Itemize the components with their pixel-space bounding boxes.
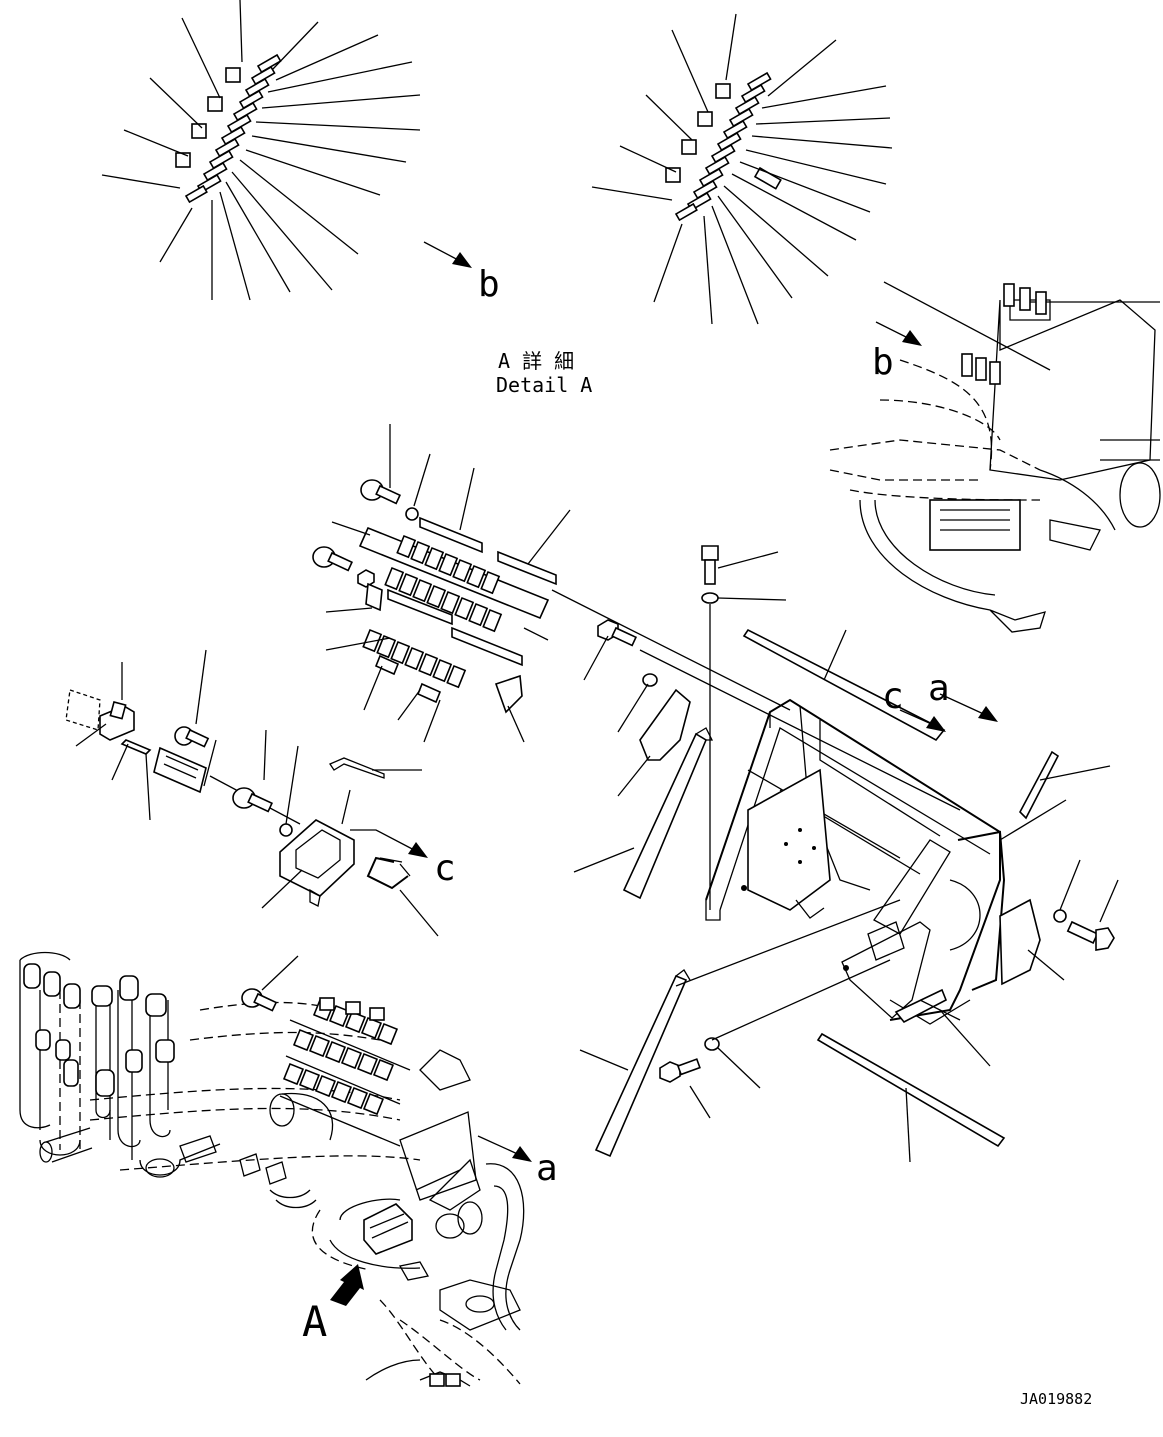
callout-a-lower: a [536, 1148, 558, 1189]
arrow-c-left [350, 829, 428, 858]
callout-A-view: A [302, 1297, 327, 1346]
detail-a-left-terminal-fan [101, 0, 421, 301]
upper-right-harness-assembly [829, 281, 1161, 633]
callout-a-right: a [928, 668, 950, 709]
arrow-a-lower [477, 1135, 532, 1162]
callout-b-left: b [478, 264, 500, 305]
drawing-number: JA019882 [1020, 1390, 1092, 1408]
arrow-b-right [875, 321, 922, 346]
detail-heading-japanese: A 詳 細 [498, 349, 574, 373]
arrow-a-right [939, 693, 998, 722]
arrow-b-left [423, 241, 472, 268]
lower-harness-assembly [19, 951, 525, 1387]
arrow-c-right [899, 709, 946, 732]
callout-c-left: c [434, 848, 456, 889]
callout-b-right: b [872, 342, 894, 383]
detail-heading-english: Detail A [496, 373, 592, 397]
mounting-bracket-frame [573, 545, 1119, 1163]
detail-a-right-terminal-fan [591, 13, 893, 325]
relay-bracket-assembly [312, 424, 791, 743]
fuse-and-connector-parts [65, 649, 439, 937]
arrow-A-indicator [330, 1264, 364, 1306]
callout-c-right: c [882, 676, 904, 717]
